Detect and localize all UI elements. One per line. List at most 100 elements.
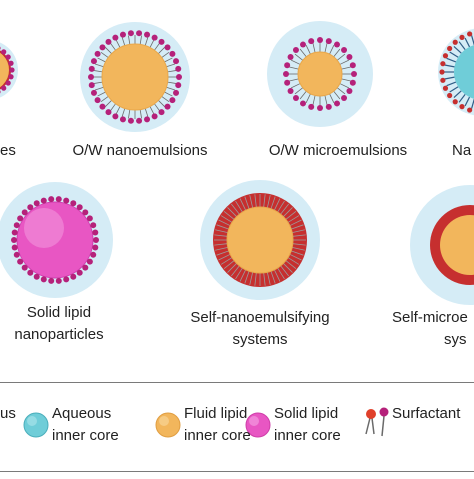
surfactant-tail-icon bbox=[149, 39, 155, 48]
surfactant-head-icon bbox=[300, 100, 306, 107]
surfactant-tail-icon bbox=[115, 106, 121, 115]
surfactant-tail-icon bbox=[312, 95, 316, 106]
surfactant-tail-icon bbox=[220, 257, 233, 265]
surfactant-tail-icon bbox=[290, 83, 301, 89]
surfactant-tail-icon bbox=[235, 200, 243, 213]
surfactant-tail-icon bbox=[292, 234, 306, 237]
surfactant-head-icon bbox=[17, 215, 24, 222]
legend-label-fluid-lipid-line2: inner core bbox=[184, 427, 251, 444]
surfactant-head-icon bbox=[1, 85, 7, 91]
surfactant-head-icon bbox=[325, 103, 332, 110]
surfactant-tail-icon bbox=[223, 260, 235, 269]
surfactant-head-icon bbox=[287, 88, 294, 94]
surfactant-head-icon bbox=[283, 71, 289, 77]
surfactant-head-icon bbox=[175, 82, 182, 89]
surfactant-tail-icon bbox=[164, 91, 173, 97]
surfactant-head-icon bbox=[173, 58, 180, 65]
surfactant-head-icon bbox=[11, 229, 18, 236]
surfactant-head-icon bbox=[334, 41, 340, 48]
surfactant-tail-icon bbox=[277, 267, 285, 280]
surfactant-tail-icon bbox=[305, 44, 311, 55]
surfactant-tail-icon bbox=[220, 215, 233, 223]
surfactant-tail-icon bbox=[305, 93, 311, 104]
surfactant-tail-icon bbox=[277, 200, 285, 213]
surfactant-head-icon bbox=[440, 77, 446, 83]
surfactant-head-icon bbox=[440, 61, 446, 67]
surfactant-tail-icon bbox=[105, 100, 112, 107]
surfactant-tail-icon bbox=[223, 211, 235, 220]
surfactant-head-icon bbox=[55, 277, 62, 284]
surfactant-tail-icon bbox=[244, 196, 250, 209]
surfactant-head-icon bbox=[40, 197, 47, 204]
surfactant-head-icon bbox=[33, 273, 40, 280]
surfactant-tail-icon bbox=[94, 63, 104, 68]
surfactant-tail-icon bbox=[285, 211, 297, 220]
surfactant-head-icon bbox=[158, 38, 165, 45]
surfactant-tail-icon bbox=[273, 198, 281, 211]
surfactant-tail-icon bbox=[341, 66, 352, 70]
surfactant-head-icon bbox=[459, 34, 465, 40]
surfactant-tail-icon bbox=[324, 95, 328, 106]
surfactant-head-icon bbox=[82, 264, 89, 271]
surfactant-head-icon bbox=[334, 100, 340, 107]
partial-nano-icon bbox=[438, 28, 474, 116]
surfactant-head-icon bbox=[349, 79, 356, 86]
surfactant-tail-icon bbox=[292, 229, 305, 234]
item-label-self-micro: Self-microe bbox=[392, 309, 468, 326]
surfactant-tail-icon bbox=[254, 272, 257, 286]
surfactant-tail-icon bbox=[94, 86, 104, 91]
surfactant-head-icon bbox=[86, 258, 93, 265]
surfactant-tail-icon bbox=[287, 257, 300, 265]
surfactant-head-icon bbox=[94, 50, 101, 57]
ow-nanoemulsion-icon bbox=[80, 22, 190, 132]
surfactant-tail-icon bbox=[93, 70, 103, 73]
surfactant-tail-icon bbox=[458, 41, 466, 51]
item-label-self-nano-line2: systems bbox=[232, 331, 288, 348]
surfactant-tail-icon bbox=[336, 87, 346, 95]
surfactant-head-icon bbox=[164, 103, 171, 110]
surfactant-tail-icon bbox=[339, 59, 350, 65]
surfactant-head-icon bbox=[452, 99, 458, 105]
surfactant-tail-icon bbox=[289, 253, 302, 261]
surfactant-tail-icon bbox=[97, 57, 106, 63]
surfactant-head-icon bbox=[112, 34, 119, 41]
surfactant-tail-icon bbox=[100, 51, 109, 58]
surfactant-tail-icon bbox=[288, 78, 299, 82]
surfactant-head-icon bbox=[92, 244, 99, 251]
surfactant-head-icon bbox=[21, 264, 28, 271]
surfactant-head-icon bbox=[88, 65, 95, 72]
surfactant-head-icon bbox=[5, 54, 11, 60]
surfactant-tail-icon bbox=[324, 42, 328, 53]
surfactant-head-icon bbox=[99, 44, 106, 51]
solid-lipid-nanoparticle-icon bbox=[0, 182, 113, 298]
surfactant-head-icon bbox=[136, 117, 143, 124]
surfactant-head-icon bbox=[63, 276, 70, 283]
legend-aqueous-icon bbox=[23, 412, 49, 438]
surfactant-head-icon bbox=[11, 244, 18, 251]
surfactant-head-icon bbox=[158, 109, 165, 116]
surfactant-tail-icon bbox=[109, 103, 116, 112]
surfactant-head-icon bbox=[452, 39, 458, 45]
surfactant-head-icon bbox=[1, 49, 7, 55]
surfactant-head-icon bbox=[90, 251, 97, 258]
surfactant-tail-icon bbox=[227, 263, 237, 273]
legend-label-solid-lipid-line2: inner core bbox=[274, 427, 341, 444]
surfactant-head-icon bbox=[76, 204, 83, 211]
surfactant-tail-icon bbox=[216, 224, 229, 230]
surfactant-tail-icon bbox=[283, 207, 293, 217]
surfactant-head-icon bbox=[127, 117, 134, 124]
surfactant-head-icon bbox=[8, 74, 14, 80]
surfactant-tail-icon bbox=[464, 96, 471, 107]
surfactant-tail-icon bbox=[339, 83, 350, 89]
surfactant-head-icon bbox=[13, 251, 20, 258]
surfactant-tail-icon bbox=[93, 81, 103, 84]
surfactant-tail-icon bbox=[249, 195, 254, 208]
surfactant-tail-icon bbox=[164, 57, 173, 63]
surfactant-tail-icon bbox=[329, 93, 335, 104]
surfactant-head-icon bbox=[442, 53, 449, 59]
surfactant-tail-icon bbox=[215, 246, 228, 251]
surfactant-tail-icon bbox=[227, 207, 237, 217]
surfactant-head-icon bbox=[48, 277, 55, 284]
surfactant-tail-icon bbox=[239, 269, 247, 282]
surfactant-head-icon bbox=[284, 79, 291, 86]
